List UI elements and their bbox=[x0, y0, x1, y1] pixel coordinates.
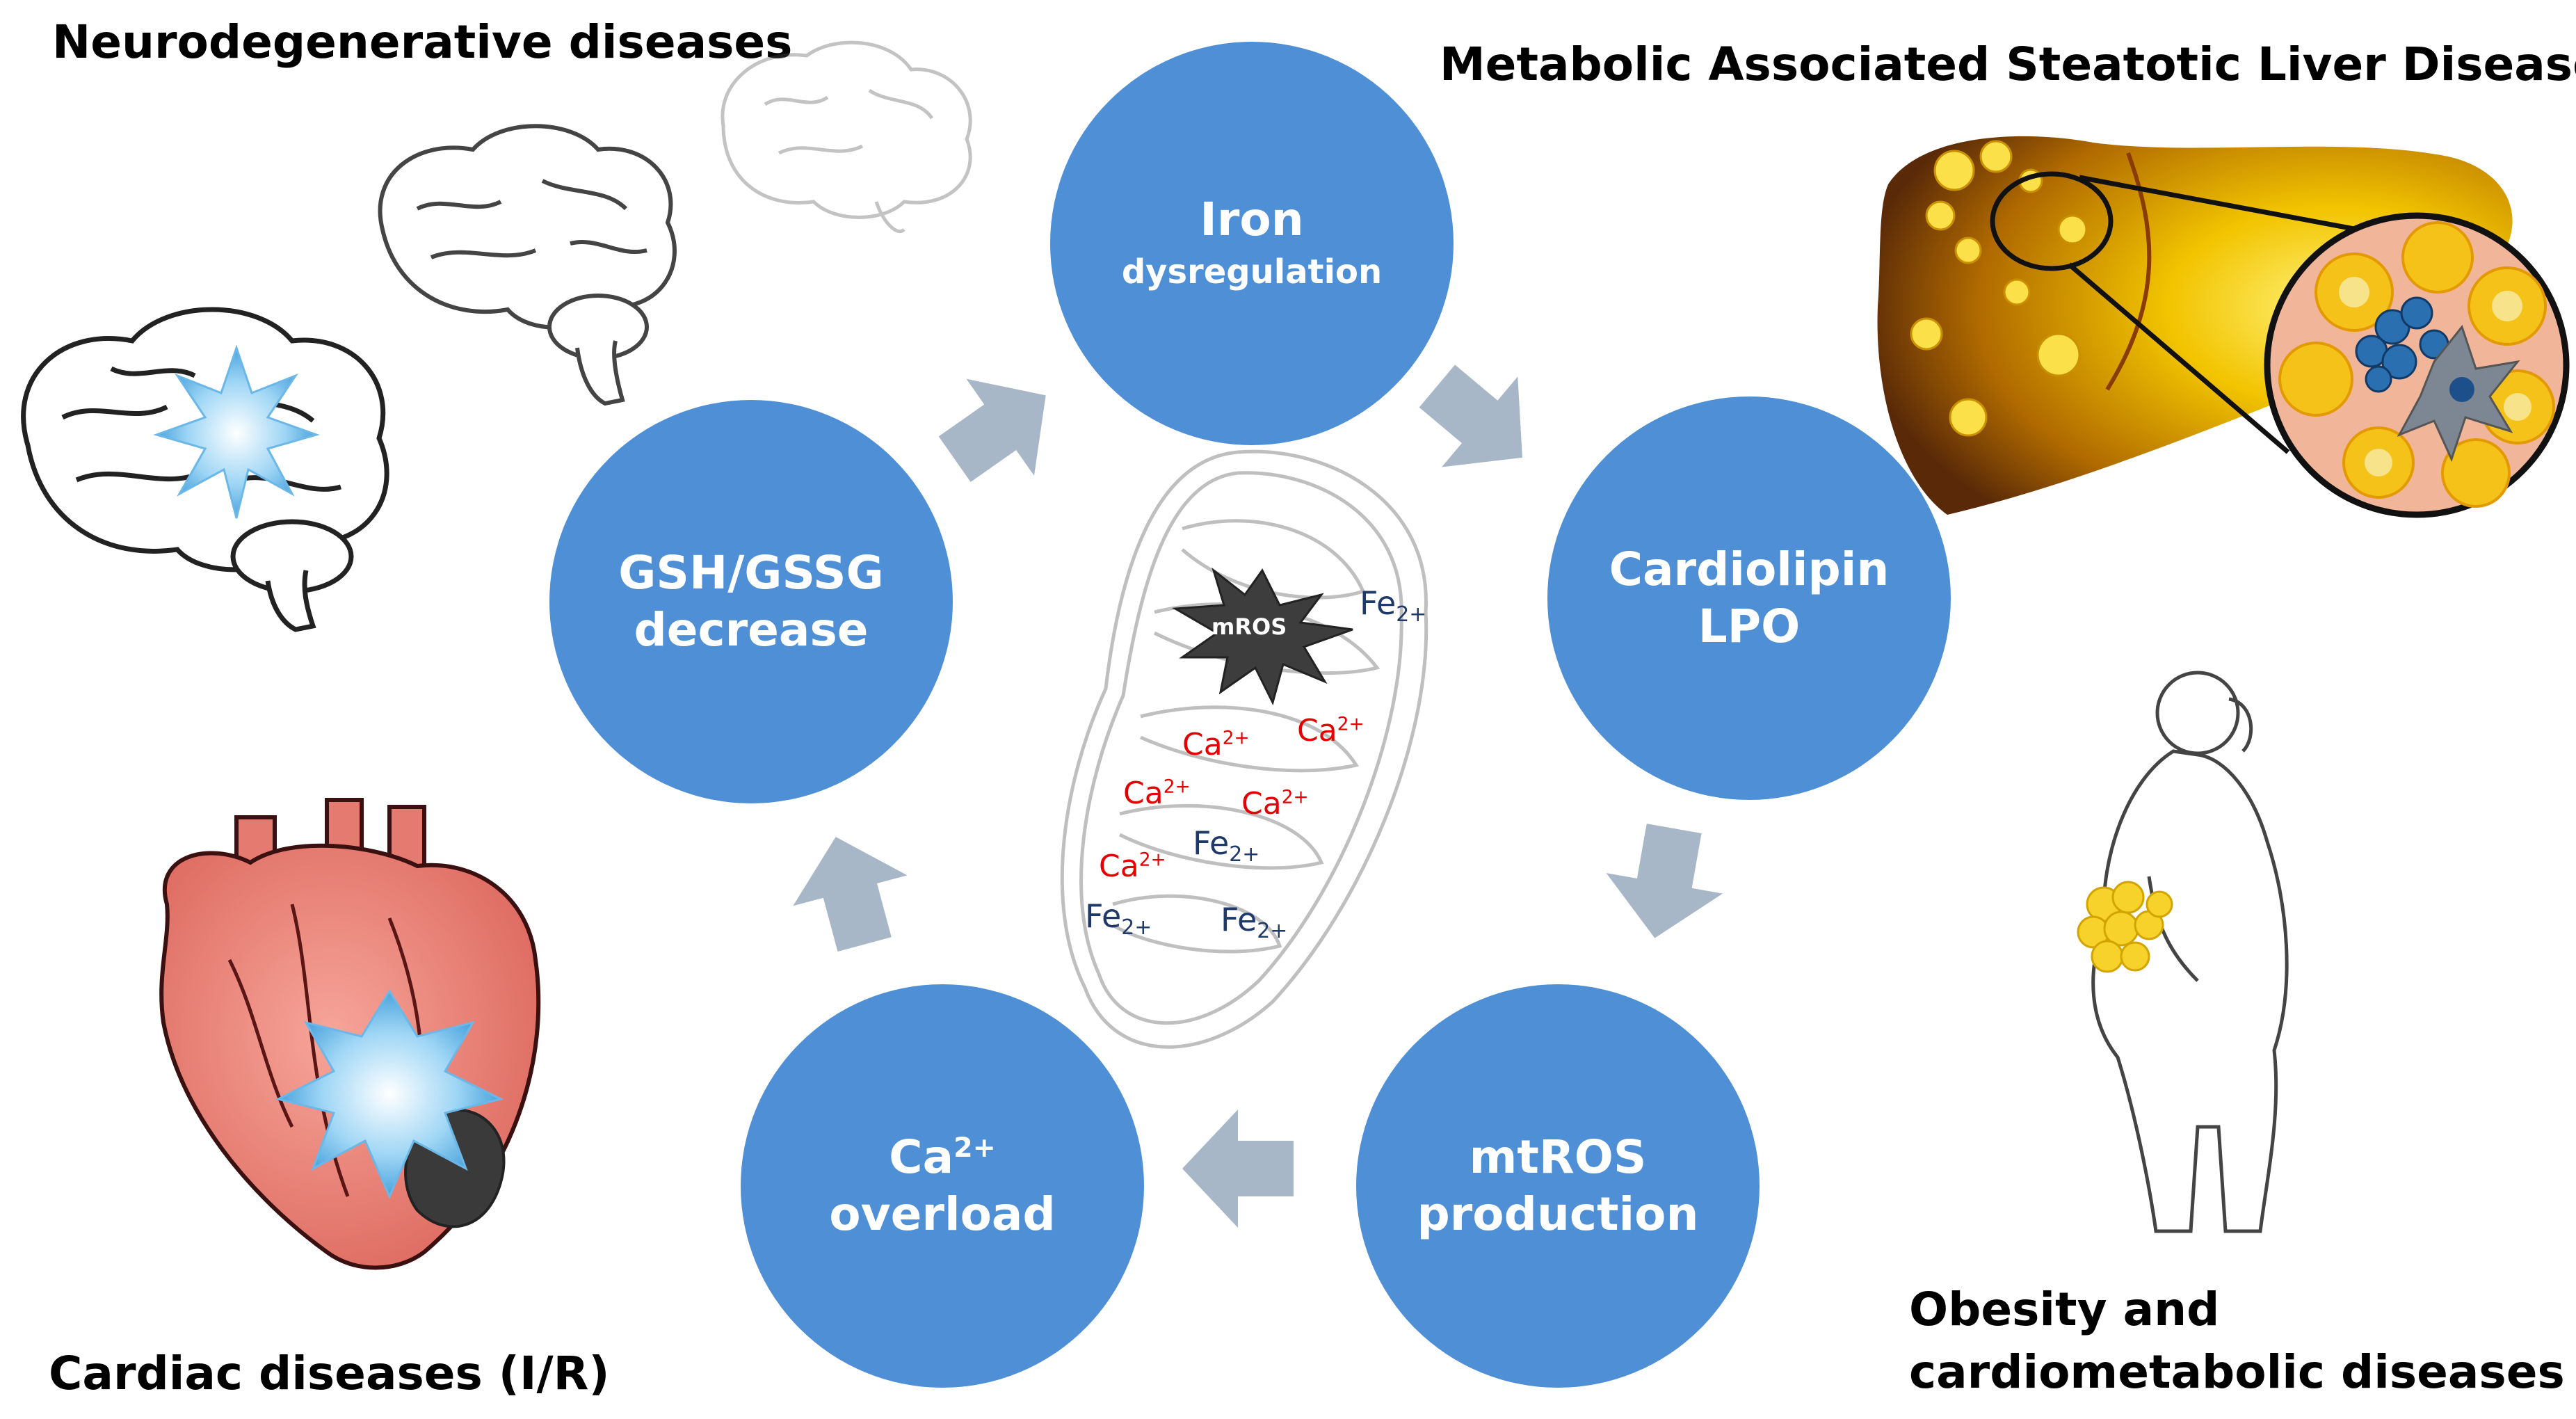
node-ca-title: Ca2+ bbox=[889, 1130, 996, 1184]
ion-fe-2: Fe2+ bbox=[1193, 824, 1260, 867]
ion-ca-5: Ca2+ bbox=[1099, 849, 1166, 884]
ion-fe-1: Fe2+ bbox=[1360, 584, 1427, 627]
node-mtros-subtitle: production bbox=[1417, 1187, 1699, 1241]
ion-ca-2: Ca2+ bbox=[1297, 713, 1365, 748]
mros-label: mROS bbox=[1211, 614, 1287, 640]
immune-cells-cluster bbox=[2355, 296, 2449, 393]
label-obesity-line2: cardiometabolic diseases bbox=[1909, 1345, 2565, 1399]
node-mtros-production: mtROS production bbox=[1356, 984, 1760, 1388]
liver-icon bbox=[1877, 136, 2570, 518]
brain-injury-burst bbox=[153, 344, 320, 519]
heart-icon bbox=[159, 798, 541, 1270]
node-ca-subtitle: overload bbox=[829, 1187, 1056, 1241]
node-iron-dysregulation: Iron dysregulation bbox=[1050, 42, 1454, 445]
mros-burst bbox=[1172, 567, 1353, 706]
abdominal-fat-cells bbox=[2077, 881, 2173, 973]
heart-injury-burst bbox=[275, 989, 504, 1199]
node-cardiolipin-subtitle: LPO bbox=[1698, 600, 1801, 653]
node-gsh-gssg-decrease: GSH/GSSG decrease bbox=[549, 400, 953, 803]
node-cardiolipin-lpo: Cardiolipin LPO bbox=[1547, 396, 1951, 800]
ion-ca-1: Ca2+ bbox=[1182, 727, 1250, 762]
brain-faded-icon bbox=[721, 40, 972, 233]
node-mtros-title: mtROS bbox=[1469, 1130, 1647, 1184]
obese-person-icon bbox=[2077, 671, 2289, 1233]
brain-lesion-icon bbox=[21, 307, 389, 632]
arrow-gsh-to-iron bbox=[938, 378, 1046, 482]
brain-outline-icon bbox=[378, 124, 677, 406]
arrow-ca-to-gsh bbox=[793, 837, 908, 952]
node-gsh-subtitle: decrease bbox=[634, 603, 869, 657]
node-cardiolipin-title: Cardiolipin bbox=[1609, 542, 1890, 596]
cycle-arrows bbox=[793, 364, 1723, 1228]
label-cardiac: Cardiac diseases (I/R) bbox=[49, 1347, 610, 1400]
liver-magnified-inset bbox=[2264, 212, 2570, 518]
ion-ca-4: Ca2+ bbox=[1241, 786, 1309, 821]
node-ca-overload: Ca2+ overload bbox=[741, 984, 1144, 1388]
ion-fe-3: Fe2+ bbox=[1085, 897, 1152, 940]
arrow-mtros-to-ca bbox=[1182, 1109, 1294, 1228]
node-gsh-title: GSH/GSSG bbox=[618, 545, 884, 600]
ion-ca-3: Ca2+ bbox=[1123, 776, 1191, 811]
node-iron-subtitle: dysregulation bbox=[1121, 252, 1383, 291]
node-iron-title: Iron bbox=[1200, 193, 1304, 247]
label-obesity-line1: Obesity and bbox=[1909, 1283, 2220, 1336]
label-neurodegenerative: Neurodegenerative diseases bbox=[52, 15, 793, 69]
ion-fe-4: Fe2+ bbox=[1221, 901, 1288, 944]
arrow-cardiolipin-to-mtros bbox=[1606, 824, 1723, 938]
mitochondrion-icon bbox=[1060, 449, 1428, 1049]
arrow-iron-to-cardiolipin bbox=[1419, 364, 1522, 467]
label-masld: Metabolic Associated Steatotic Liver Dis… bbox=[1440, 38, 2576, 91]
